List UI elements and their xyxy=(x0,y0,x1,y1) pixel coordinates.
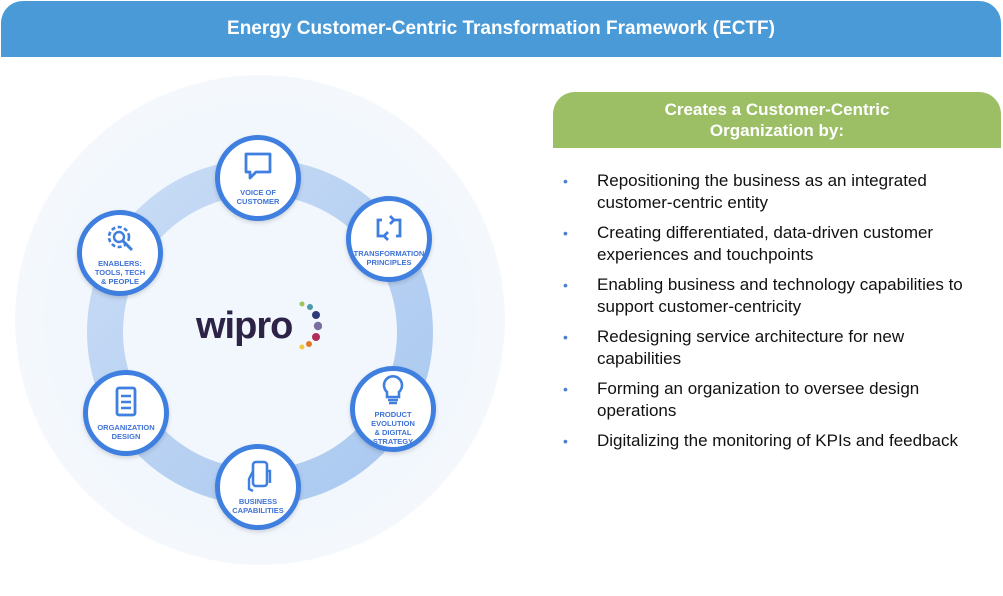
bullet-icon: • xyxy=(563,329,568,345)
logo-text: wipro xyxy=(196,304,293,347)
bullet-text: Repositioning the business as an integra… xyxy=(597,171,927,212)
hand-phone-icon xyxy=(247,460,272,493)
list-item: • Creating differentiated, data-driven cu… xyxy=(563,222,983,266)
node-enablers[interactable]: ENABLERS: TOOLS, TECH & PEOPLE xyxy=(77,210,163,296)
chat-bubble-icon xyxy=(244,152,272,180)
list-item: • Repositioning the business as an integr… xyxy=(563,170,983,214)
bullet-icon: • xyxy=(563,173,568,189)
panel-title: Creates a Customer-Centric Organization … xyxy=(553,92,1001,148)
gear-wrench-icon xyxy=(107,225,134,251)
bullet-icon: • xyxy=(563,433,568,449)
benefits-list: • Repositioning the business as an integr… xyxy=(563,170,983,460)
node-product-evolution[interactable]: PRODUCT EVOLUTION & DIGITAL STRATEGY xyxy=(350,366,436,452)
lightbulb-icon xyxy=(382,375,404,405)
node-label: PRODUCT EVOLUTION & DIGITAL STRATEGY xyxy=(371,410,415,446)
list-item: • Redesigning service architecture for ne… xyxy=(563,326,983,370)
node-business-capabilities[interactable]: BUSINESS CAPABILITIES xyxy=(215,444,301,530)
node-label: ENABLERS: TOOLS, TECH & PEOPLE xyxy=(94,258,146,286)
logo-dots-icon xyxy=(299,301,323,350)
list-item: • Forming an organization to oversee desi… xyxy=(563,378,983,422)
node-voice-of-customer[interactable]: VOICE OF CUSTOMER xyxy=(215,135,301,221)
page-title: Energy Customer-Centric Transformation F… xyxy=(1,1,1001,57)
list-item: • Enabling business and technology capabi… xyxy=(563,274,983,318)
node-label: ORGANIZATION DESIGN xyxy=(97,423,155,441)
bullet-text: Enabling business and technology capabil… xyxy=(597,275,963,316)
node-organization-design[interactable]: ORGANIZATION DESIGN xyxy=(83,370,169,456)
node-transformation-principles[interactable]: TRANSFORMATION PRINCIPLES xyxy=(346,196,432,282)
bullet-text: Digitalizing the monitoring of KPIs and … xyxy=(597,431,958,450)
bullet-text: Creating differentiated, data-driven cus… xyxy=(597,223,934,264)
wipro-logo: wipro xyxy=(196,296,323,356)
node-label: VOICE OF CUSTOMER xyxy=(236,188,280,206)
bullet-icon: • xyxy=(563,225,568,241)
cycle-arrows-icon xyxy=(376,215,402,241)
bullet-icon: • xyxy=(563,277,568,293)
document-icon xyxy=(115,386,137,417)
bullet-text: Forming an organization to oversee desig… xyxy=(597,379,920,420)
bullet-icon: • xyxy=(563,381,568,397)
bullet-text: Redesigning service architecture for new… xyxy=(597,327,905,368)
list-item: • Digitalizing the monitoring of KPIs and… xyxy=(563,430,983,452)
node-label: TRANSFORMATION PRINCIPLES xyxy=(353,249,425,267)
node-label: BUSINESS CAPABILITIES xyxy=(232,497,284,515)
